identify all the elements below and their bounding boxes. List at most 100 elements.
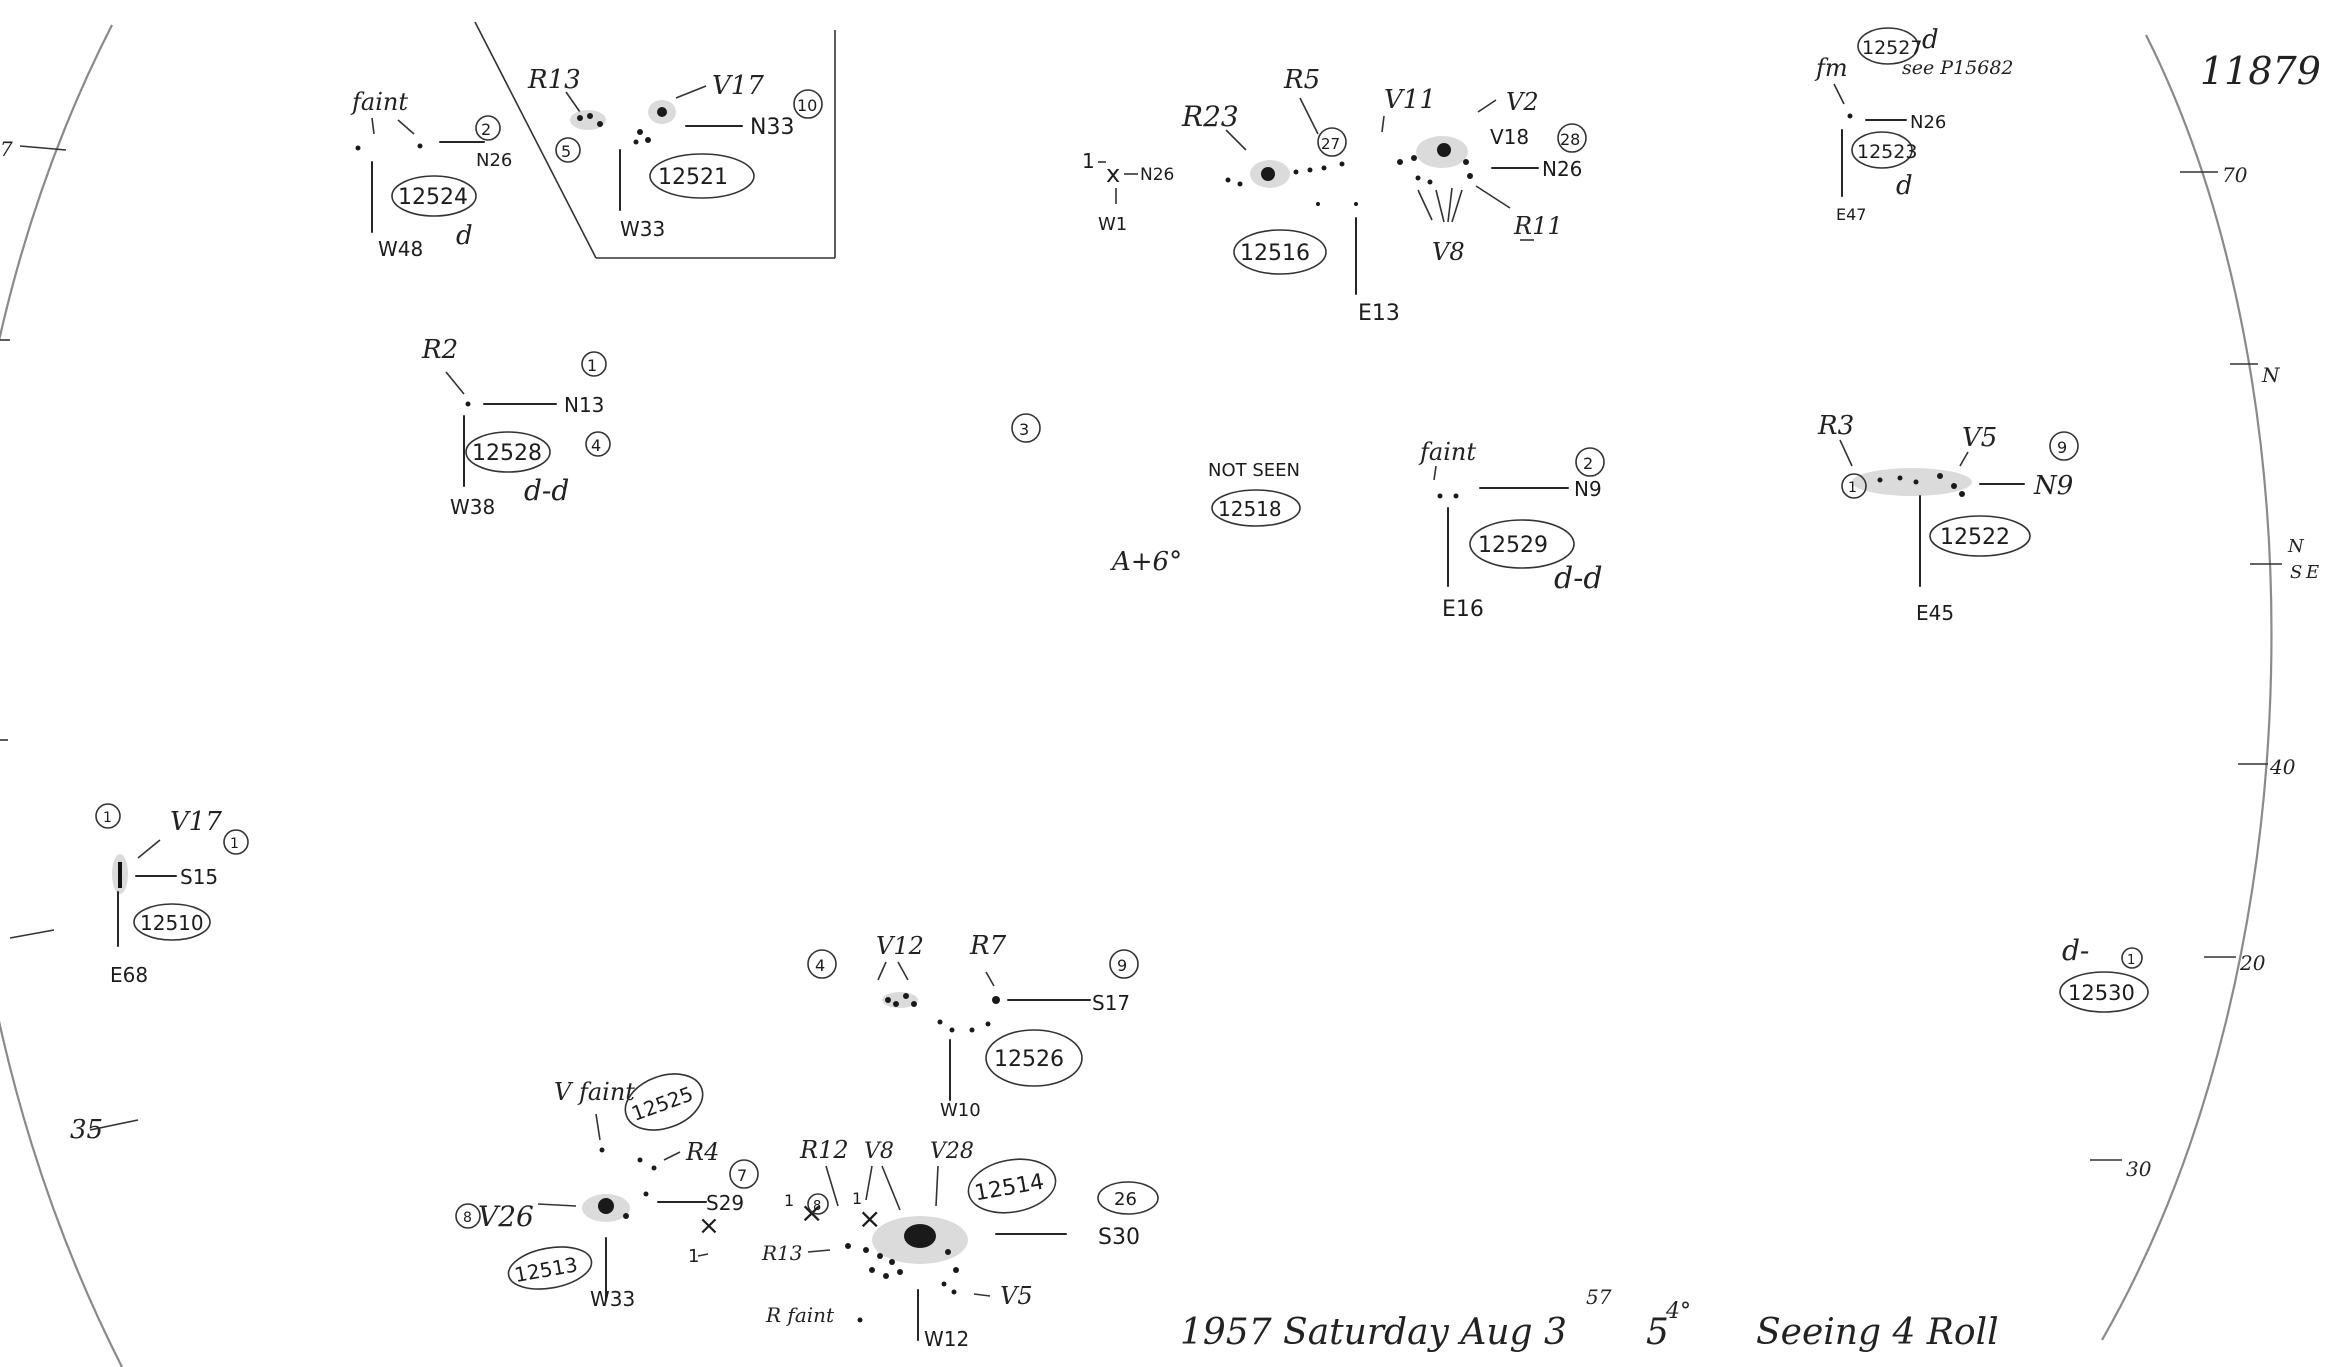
- svg-text:70: 70: [2222, 163, 2248, 187]
- svg-text:×: ×: [698, 1211, 720, 1241]
- svg-text:12518: 12518: [1218, 497, 1282, 521]
- svg-text:N13: N13: [564, 393, 604, 417]
- svg-text:N33: N33: [750, 115, 794, 140]
- svg-text:R4: R4: [685, 1138, 719, 1166]
- svg-text:8: 8: [813, 1199, 821, 1214]
- svg-text:R11: R11: [1513, 212, 1563, 240]
- svg-text:27: 27: [1321, 135, 1340, 153]
- group-12523: 12527 d see P15682 fm N26 12523 d E47: [1814, 25, 2014, 224]
- svg-text:10: 10: [797, 96, 817, 115]
- svg-text:5: 5: [1646, 1312, 1669, 1353]
- group-12528: R2 1 N13 12528 4 W38 d-d: [421, 335, 611, 519]
- svg-text:3: 3: [1019, 420, 1029, 439]
- svg-text:V12: V12: [876, 932, 924, 960]
- right-scale: 70 N N S E 40 20 30: [2090, 163, 2319, 1181]
- svg-text:1: 1: [587, 356, 597, 375]
- svg-text:W38: W38: [450, 495, 495, 519]
- svg-text:R7: R7: [969, 931, 1007, 961]
- svg-text:V17: V17: [170, 807, 222, 837]
- svg-text:4°: 4°: [1665, 1299, 1691, 1324]
- svg-text:see P15682: see P15682: [1902, 57, 2014, 79]
- svg-text:5: 5: [561, 142, 571, 161]
- svg-text:7: 7: [0, 137, 13, 161]
- svg-text:Seeing 4 Roll: Seeing 4 Roll: [1756, 1312, 1999, 1353]
- svg-text:20: 20: [2239, 951, 2266, 975]
- svg-text:faint: faint: [350, 88, 408, 116]
- disk-limb-left: [0, 24, 123, 1367]
- svg-text:12522: 12522: [1940, 525, 2010, 550]
- svg-text:12524: 12524: [398, 185, 468, 210]
- svg-text:faint: faint: [1418, 438, 1476, 466]
- svg-text:12527: 12527: [1862, 37, 1922, 59]
- group-12521-frame: [474, 21, 836, 259]
- svg-text:V faint: V faint: [554, 1078, 635, 1106]
- svg-text:W1: W1: [1098, 214, 1127, 235]
- svg-text:d: d: [456, 221, 473, 251]
- group-12524: faint 2 N26 12524 W48 d: [350, 88, 512, 261]
- svg-text:N26: N26: [1140, 165, 1174, 185]
- svg-text:1: 1: [103, 810, 112, 826]
- svg-text:4: 4: [591, 436, 601, 455]
- group-12521: R13 5 V17 10 N33 12521 W33: [527, 65, 823, 241]
- svg-text:W12: W12: [924, 1327, 969, 1351]
- svg-text:1: 1: [852, 1189, 862, 1208]
- svg-text:N: N: [2261, 363, 2281, 387]
- svg-text:1: 1: [1848, 480, 1857, 496]
- svg-text:×: ×: [858, 1202, 881, 1235]
- svg-text:2: 2: [481, 120, 491, 139]
- svg-text:12530: 12530: [2068, 981, 2135, 1005]
- svg-text:V28: V28: [930, 1139, 974, 1164]
- group-12529: faint 2 N9 12529 d-d E16: [1418, 438, 1605, 622]
- svg-text:x: x: [1106, 160, 1120, 188]
- svg-text:V17: V17: [712, 71, 764, 101]
- svg-text:d-: d-: [2062, 934, 2089, 967]
- svg-text:12523: 12523: [1857, 141, 1917, 163]
- group-12518: 3 NOT SEEN 12518 A+6°: [1011, 413, 1301, 577]
- svg-text:R13: R13: [761, 1241, 803, 1265]
- svg-text:12528: 12528: [472, 441, 542, 466]
- svg-text:12526: 12526: [994, 1047, 1064, 1072]
- svg-text:V8: V8: [1432, 238, 1465, 266]
- svg-text:V18: V18: [1490, 125, 1529, 149]
- svg-text:d: d: [1922, 25, 1939, 55]
- svg-text:7: 7: [737, 1166, 747, 1185]
- svg-text:E47: E47: [1836, 205, 1866, 224]
- svg-text:1: 1: [230, 836, 239, 852]
- svg-text:35: 35: [70, 1115, 103, 1145]
- left-scale: 7 35: [0, 137, 139, 1145]
- svg-text:N: N: [2287, 536, 2305, 557]
- group-12526: 4 V12 R7 9 S17 12526 W10: [807, 931, 1139, 1121]
- group-12516: 1 x N26 W1 R23 R5 V11 V2 V18 28 27 N26: [1082, 65, 1587, 326]
- svg-text:V5: V5: [1962, 423, 1997, 453]
- svg-text:E45: E45: [1916, 601, 1954, 625]
- svg-text:12521: 12521: [658, 165, 728, 190]
- footer-note: 1957 Saturday Aug 3 57 5 4° Seeing 4 Rol…: [1180, 1285, 1999, 1353]
- svg-text:R faint: R faint: [765, 1303, 835, 1327]
- svg-text:2: 2: [1583, 454, 1593, 473]
- svg-text:N9: N9: [2033, 471, 2073, 501]
- disk-limb-right: [2101, 34, 2273, 1341]
- svg-text:9: 9: [1117, 956, 1127, 975]
- svg-text:d-d: d-d: [524, 474, 569, 507]
- svg-text:12516: 12516: [1240, 241, 1310, 266]
- svg-text:d-d: d-d: [1554, 561, 1603, 596]
- svg-text:40: 40: [2269, 755, 2296, 779]
- svg-text:28: 28: [1560, 130, 1580, 149]
- svg-text:R13: R13: [527, 65, 581, 95]
- group-12510: 1 V17 1 S15 12510 E68: [95, 803, 249, 987]
- svg-text:V5: V5: [1000, 1282, 1033, 1310]
- svg-text:8: 8: [463, 1210, 472, 1226]
- svg-text:V8: V8: [864, 1139, 894, 1164]
- svg-text:S: S: [2290, 562, 2302, 583]
- svg-text:4: 4: [815, 956, 825, 975]
- svg-text:V11: V11: [1384, 85, 1436, 115]
- svg-text:57: 57: [1586, 1285, 1612, 1309]
- svg-text:R3: R3: [1817, 411, 1854, 441]
- svg-text:E: E: [2305, 562, 2319, 583]
- svg-text:S30: S30: [1098, 1225, 1140, 1250]
- svg-text:N26: N26: [476, 150, 512, 171]
- svg-text:fm: fm: [1814, 54, 1848, 82]
- svg-text:R12: R12: [799, 1136, 849, 1164]
- svg-text:d: d: [1896, 171, 1913, 201]
